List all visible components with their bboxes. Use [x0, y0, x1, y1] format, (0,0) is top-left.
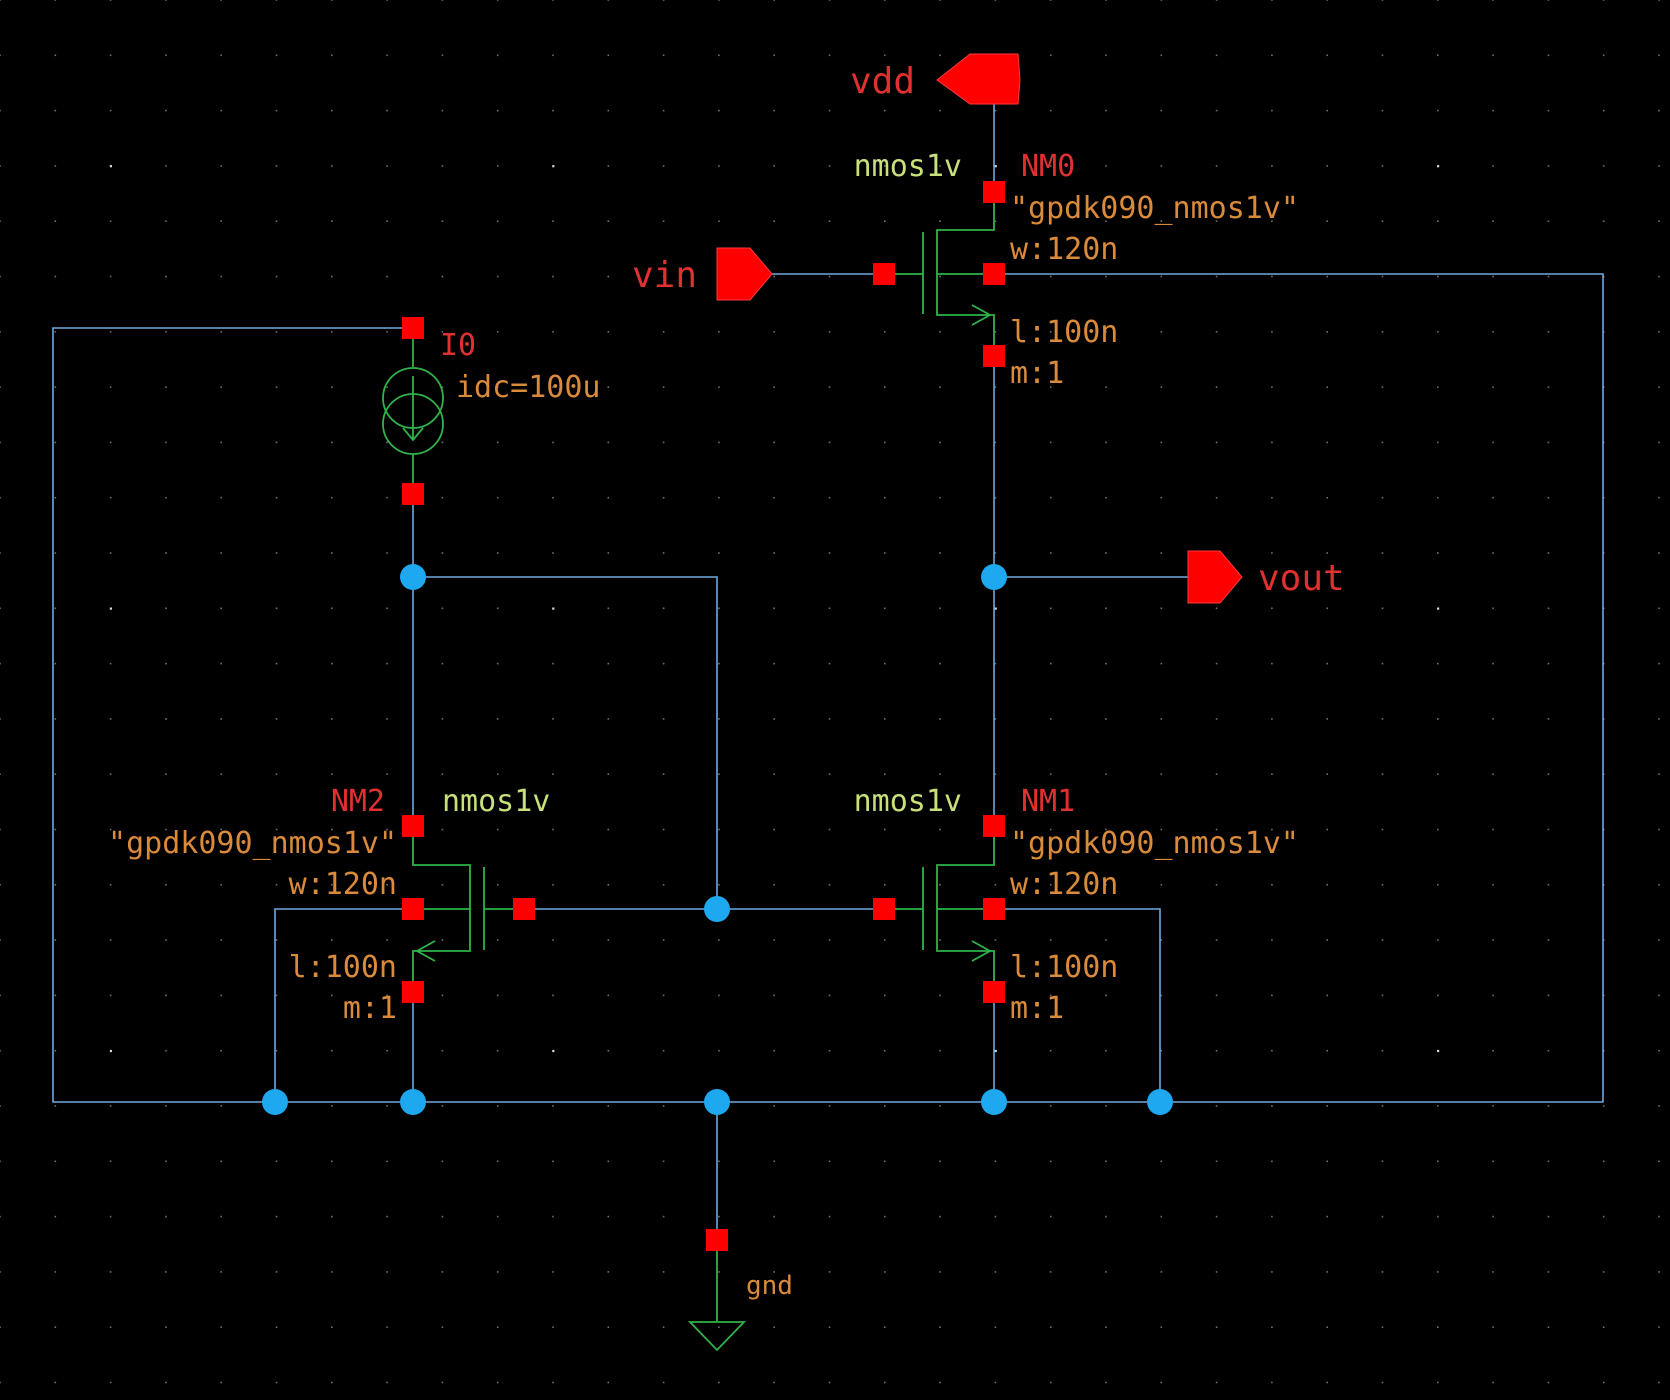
nm2-w-label: w:120n — [289, 867, 397, 902]
gnd-label: gnd — [746, 1271, 793, 1301]
terminal-vin-shape[interactable] — [716, 247, 773, 301]
nm2-cell-label: nmos1v — [442, 784, 550, 819]
nm0-w-label: w:120n — [1010, 232, 1118, 267]
wire-i0-top[interactable] — [52, 327, 413, 1103]
wires — [52, 104, 1604, 1240]
label-vout: vout — [1258, 558, 1345, 599]
nm0-model-label: "gpdk090_nmos1v" — [1010, 191, 1299, 226]
pin-nm1-drain[interactable] — [983, 815, 1005, 837]
nm1-model-label: "gpdk090_nmos1v" — [1010, 826, 1299, 861]
nm2-symbol[interactable] — [412, 826, 524, 992]
nm0-name-label: NM0 — [1021, 149, 1075, 184]
nm2-model-label: "gpdk090_nmos1v" — [108, 826, 397, 861]
pin-nm2-source[interactable] — [402, 981, 424, 1003]
pin-nm2-drain[interactable] — [402, 815, 424, 837]
junction-rail-5[interactable] — [1147, 1089, 1173, 1115]
terminals — [716, 53, 1243, 604]
pin-i0-plus[interactable] — [402, 317, 424, 339]
wire-nm0-bulk[interactable] — [994, 273, 1604, 1103]
labels: vdd vin vout nmos1v NM0 "gpdk090_nmos1v"… — [108, 61, 1345, 1301]
pin-nm0-source[interactable] — [983, 345, 1005, 367]
junction-i0-node[interactable] — [400, 564, 426, 590]
i0-param-label: idc=100u — [456, 370, 601, 405]
wire-nm1-bulk[interactable] — [994, 908, 1161, 1102]
nm1-l-label: l:100n — [1010, 950, 1118, 985]
terminal-vout-shape[interactable] — [1187, 550, 1243, 604]
pin-nm0-gate[interactable] — [873, 263, 895, 285]
nm2-m-label: m:1 — [343, 991, 397, 1026]
nm0-symbol[interactable] — [884, 192, 995, 356]
junction-rail-1[interactable] — [262, 1089, 288, 1115]
pin-nm1-source[interactable] — [983, 981, 1005, 1003]
junction-gate-node[interactable] — [704, 896, 730, 922]
pin-nm0-drain[interactable] — [983, 181, 1005, 203]
junction-rail-3[interactable] — [704, 1089, 730, 1115]
label-vin: vin — [632, 255, 697, 296]
junctions — [262, 564, 1173, 1115]
pin-nm0-bulk[interactable] — [983, 263, 1005, 285]
nm0-m-label: m:1 — [1010, 356, 1064, 391]
nm0-l-label: l:100n — [1010, 315, 1118, 350]
i0-symbol[interactable] — [382, 328, 444, 494]
wire-nm2-bulk[interactable] — [274, 908, 413, 1102]
nm1-m-label: m:1 — [1010, 991, 1064, 1026]
nm0-cell-label: nmos1v — [854, 149, 962, 184]
label-vdd: vdd — [850, 61, 915, 102]
nm1-symbol[interactable] — [884, 826, 995, 992]
pins — [402, 181, 1005, 1251]
nm1-cell-label: nmos1v — [854, 784, 962, 819]
pin-i0-minus[interactable] — [402, 483, 424, 505]
pin-nm2-gate[interactable] — [513, 898, 535, 920]
terminal-vdd-shape[interactable] — [936, 53, 1021, 105]
junction-vout-node[interactable] — [981, 564, 1007, 590]
pin-gnd[interactable] — [706, 1229, 728, 1251]
pin-nm1-bulk[interactable] — [983, 898, 1005, 920]
nm1-w-label: w:120n — [1010, 867, 1118, 902]
i0-name-label: I0 — [440, 328, 476, 363]
nm2-l-label: l:100n — [289, 950, 397, 985]
nm2-name-label: NM2 — [331, 784, 385, 819]
pin-nm1-gate[interactable] — [873, 898, 895, 920]
gnd-symbol[interactable] — [687, 1240, 747, 1352]
nm1-name-label: NM1 — [1021, 784, 1075, 819]
wire-gate-tie[interactable] — [413, 576, 718, 909]
junction-rail-4[interactable] — [981, 1089, 1007, 1115]
junction-rail-2[interactable] — [400, 1089, 426, 1115]
pin-nm2-bulk[interactable] — [402, 898, 424, 920]
